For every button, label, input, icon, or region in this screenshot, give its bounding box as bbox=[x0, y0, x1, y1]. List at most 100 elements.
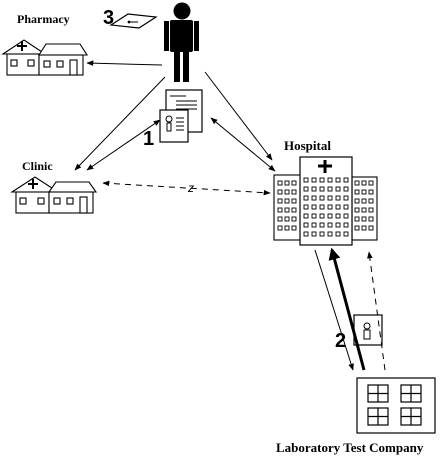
hospital-window bbox=[291, 198, 297, 204]
step-two-marker: 2 bbox=[335, 330, 346, 352]
hospital-window bbox=[319, 213, 325, 219]
arrow-clinic-hospital-dashed bbox=[102, 180, 271, 196]
hospital-window bbox=[335, 213, 341, 219]
step-three-marker: 3 bbox=[103, 7, 114, 29]
hospital-window bbox=[311, 177, 317, 183]
hospital-window bbox=[343, 204, 349, 210]
arrow-person-to-clinic bbox=[74, 76, 166, 171]
hospital-window bbox=[284, 225, 290, 231]
hospital-window bbox=[361, 216, 367, 222]
hospital-window bbox=[319, 231, 325, 237]
hospital-window bbox=[361, 225, 367, 231]
hospital-window bbox=[291, 180, 297, 186]
hospital-window bbox=[354, 216, 360, 222]
hospital-window bbox=[319, 222, 325, 228]
hospital-window bbox=[361, 180, 367, 186]
sample-card-icon bbox=[353, 314, 383, 346]
hospital-window bbox=[361, 207, 367, 213]
hospital-window bbox=[354, 207, 360, 213]
hospital-window bbox=[368, 180, 374, 186]
hospital-window bbox=[327, 213, 333, 219]
hospital-window bbox=[303, 231, 309, 237]
hospital-window bbox=[361, 198, 367, 204]
hospital-window bbox=[368, 216, 374, 222]
hospital-label: Hospital bbox=[284, 138, 331, 153]
pharmacy-building-icon bbox=[1, 39, 89, 76]
hospital-window bbox=[335, 195, 341, 201]
hospital-window bbox=[368, 207, 374, 213]
hospital-window bbox=[291, 189, 297, 195]
arrow-clinic-record bbox=[86, 119, 161, 171]
hospital-window bbox=[284, 207, 290, 213]
hospital-window bbox=[319, 186, 325, 192]
hospital-window bbox=[327, 177, 333, 183]
hospital-window bbox=[291, 207, 297, 213]
hospital-window bbox=[319, 177, 325, 183]
hospital-window bbox=[291, 225, 297, 231]
hospital-window bbox=[284, 180, 290, 186]
hospital-window bbox=[327, 222, 333, 228]
arrow-lab-to-hospital-dashed bbox=[367, 251, 386, 371]
lab-label: Laboratory Test Company bbox=[276, 440, 424, 455]
arrow-hospital-to-lab bbox=[314, 249, 354, 371]
hospital-window bbox=[327, 204, 333, 210]
hospital-window bbox=[343, 213, 349, 219]
hospital-window bbox=[277, 216, 283, 222]
arrow-person-to-hospital bbox=[204, 71, 273, 161]
hospital-window bbox=[303, 222, 309, 228]
hospital-window bbox=[354, 198, 360, 204]
pharmacy-label: Pharmacy bbox=[17, 12, 70, 26]
hospital-window bbox=[361, 189, 367, 195]
hospital-window bbox=[303, 204, 309, 210]
hospital-window bbox=[311, 222, 317, 228]
hospital-window bbox=[335, 204, 341, 210]
hospital-window bbox=[368, 225, 374, 231]
medical-record-document-icon bbox=[159, 89, 203, 143]
hospital-window bbox=[277, 225, 283, 231]
laboratory-building-icon bbox=[356, 377, 436, 434]
step-one-marker: 1 bbox=[143, 128, 154, 150]
arrow-person-to-pharmacy bbox=[86, 60, 163, 66]
hospital-window bbox=[368, 198, 374, 204]
hospital-window bbox=[343, 222, 349, 228]
hospital-window bbox=[303, 186, 309, 192]
hospital-window bbox=[343, 177, 349, 183]
hospital-window bbox=[284, 198, 290, 204]
hospital-window bbox=[327, 231, 333, 237]
hospital-window bbox=[303, 213, 309, 219]
hospital-window bbox=[284, 216, 290, 222]
arrow-record-hospital bbox=[210, 117, 276, 172]
hospital-window bbox=[327, 195, 333, 201]
hospital-window bbox=[311, 213, 317, 219]
hospital-building-icon bbox=[273, 156, 378, 246]
hospital-window bbox=[343, 186, 349, 192]
hospital-window bbox=[277, 198, 283, 204]
hospital-window bbox=[327, 186, 333, 192]
hospital-window bbox=[277, 207, 283, 213]
z-marker: z bbox=[187, 181, 194, 195]
hospital-window bbox=[319, 195, 325, 201]
hospital-window bbox=[311, 204, 317, 210]
hospital-window bbox=[343, 231, 349, 237]
hospital-windows bbox=[277, 177, 374, 237]
clinic-building-icon bbox=[10, 176, 98, 214]
hospital-window bbox=[354, 225, 360, 231]
hospital-window bbox=[291, 216, 297, 222]
hospital-window bbox=[311, 231, 317, 237]
hospital-window bbox=[303, 177, 309, 183]
flow-arrows bbox=[74, 60, 386, 371]
prescription-card-icon bbox=[109, 13, 158, 29]
hospital-window bbox=[335, 222, 341, 228]
hospital-window bbox=[335, 177, 341, 183]
hospital-window bbox=[303, 195, 309, 201]
hospital-window bbox=[277, 180, 283, 186]
hospital-window bbox=[354, 189, 360, 195]
hospital-window bbox=[284, 189, 290, 195]
hospital-window bbox=[311, 186, 317, 192]
person-icon bbox=[164, 2, 199, 82]
hospital-window bbox=[319, 204, 325, 210]
clinic-label: Clinic bbox=[22, 159, 53, 173]
hospital-window bbox=[311, 195, 317, 201]
